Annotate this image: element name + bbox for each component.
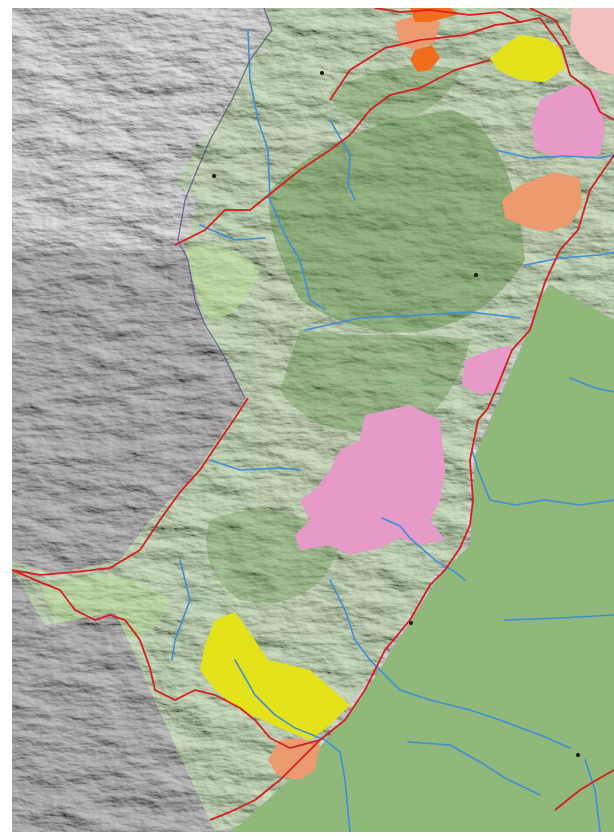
point-marker bbox=[409, 621, 413, 625]
point-marker bbox=[212, 174, 216, 178]
point-marker bbox=[576, 753, 580, 757]
rivers bbox=[171, 29, 614, 832]
red-boundary bbox=[12, 8, 614, 821]
salmon-zone-east bbox=[502, 172, 582, 232]
pale-pink-zone bbox=[570, 8, 614, 75]
pink-zone-large bbox=[295, 405, 445, 555]
salmon-zone-south bbox=[268, 738, 320, 780]
point-markers bbox=[212, 71, 580, 757]
orange-zone-north bbox=[410, 8, 460, 72]
yellow-zone-north bbox=[490, 35, 565, 82]
crest-line bbox=[177, 8, 273, 399]
point-marker bbox=[474, 273, 478, 277]
yellow-zone-south bbox=[200, 612, 350, 740]
lowland-plain bbox=[230, 160, 614, 832]
point-marker bbox=[320, 71, 324, 75]
salmon-zone-north bbox=[395, 14, 440, 50]
pink-zone-northeast bbox=[532, 85, 605, 158]
